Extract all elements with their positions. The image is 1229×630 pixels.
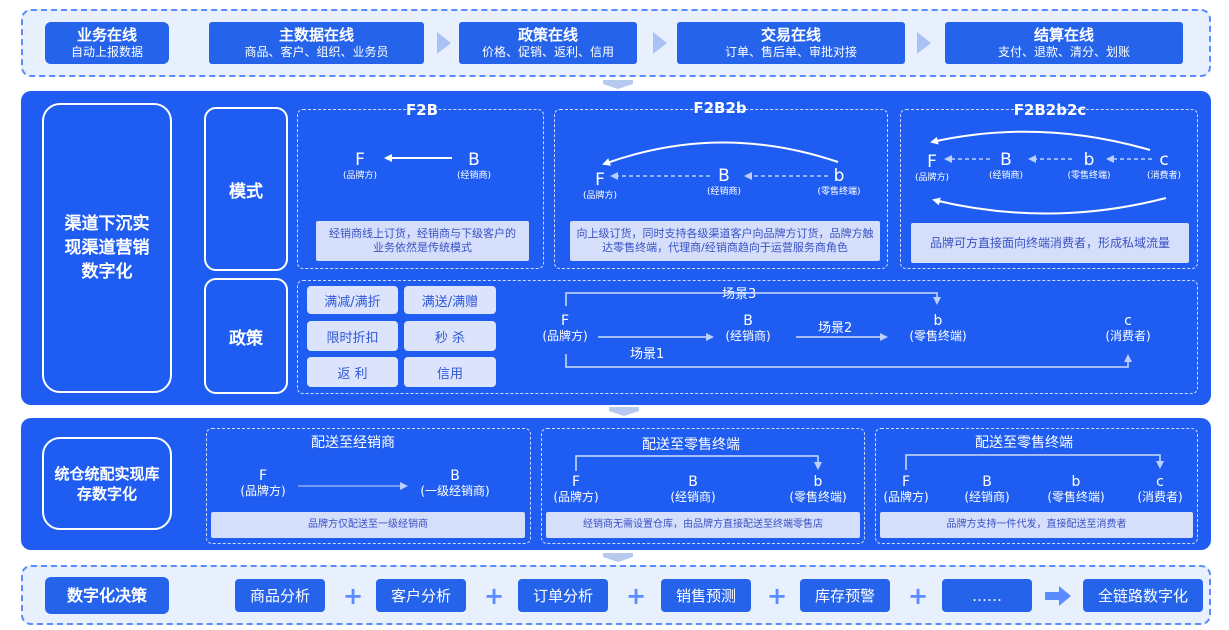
stage-sub: 商品、客户、组织、业务员 [244, 45, 389, 59]
decision-title: 数字化决策 [45, 577, 169, 614]
scenario-2-label: 场景2 [818, 321, 853, 336]
stage-master-data: 主数据在线 商品、客户、组织、业务员 [209, 22, 424, 64]
analysis-chip: 销售预测 [661, 579, 751, 612]
delivery-title: 配送至经销商 [311, 435, 395, 451]
analysis-chip: 商品分析 [235, 579, 325, 612]
retail-delivery-arrow [575, 455, 822, 471]
down-arrow-icon [603, 80, 633, 89]
consumer-node-f: F(品牌方) [883, 474, 929, 505]
f2b2b2c-title: F2B2b2c [1013, 101, 1087, 119]
plus-icon: + [484, 582, 505, 610]
delivery-note: 品牌方仅配送至一级经销商 [211, 512, 525, 538]
down-arrow-icon [603, 553, 633, 562]
f2b2b2c-box [900, 109, 1198, 269]
f2b2b2c-arrow-curve-top [930, 130, 1151, 151]
f2b2b2c-node-c: c(消费者) [1146, 150, 1182, 181]
stage-trade: 交易在线 订单、售后单、审批对接 [677, 22, 905, 64]
f2b2b2c-note: 品牌可方直接面向终端消费者，形成私域流量 [911, 223, 1189, 263]
scenario-1-label: 场景1 [630, 347, 665, 362]
dealer-node-f: F(品牌方) [240, 468, 286, 499]
scenario-3-arrow [565, 292, 941, 306]
online-chip: 业务在线 自动上报数据 [45, 22, 169, 64]
delivery-box-retail [541, 428, 865, 544]
arrow-right-icon [917, 32, 931, 54]
plus-icon: + [626, 582, 647, 610]
consumer-node-b: B(经销商) [964, 474, 1010, 505]
scenario-node-b: B(经销商) [725, 313, 771, 344]
stage-settlement: 结算在线 支付、退款、清分、划账 [945, 22, 1183, 64]
f2b2b2c-node-b: B(经销商) [988, 150, 1024, 181]
f2b2b2c-arrow-curve-bottom [932, 197, 1167, 215]
delivery-title: 配送至零售终端 [975, 435, 1073, 451]
mode-label: 模式 [204, 107, 288, 271]
f2b-node-f: F(品牌方) [342, 150, 378, 181]
f2b2b-title: F2B2b [693, 99, 747, 117]
arrow-right-icon [653, 32, 667, 54]
warehouse-title: 统仓统配实现库存数字化 [42, 437, 172, 530]
f2b-node-b: B(经销商) [456, 150, 492, 181]
f2b-note: 经销商线上订货，经销商与下级客户的业务依然是传统模式 [316, 221, 529, 261]
f2b-title: F2B [405, 101, 439, 119]
f2b2b-arrow-curve [602, 141, 839, 166]
arrow-right-icon [437, 32, 451, 54]
plus-icon: + [908, 582, 929, 610]
consumer-node-b-small: b(零售终端) [1047, 474, 1105, 505]
scenario-bottom-arrow [565, 354, 1132, 368]
policy-chip: 信用 [404, 357, 496, 387]
consumer-delivery-arrow [905, 454, 1164, 470]
delivery-note: 经销商无需设置仓库，由品牌方直接配送至终端零售店 [546, 512, 860, 538]
dealer-node-b: B(一级经销商) [420, 468, 490, 499]
online-title: 业务在线 [76, 26, 137, 44]
retail-node-b: B(经销商) [670, 474, 716, 505]
stage-sub: 订单、售后单、审批对接 [724, 45, 857, 59]
f2b2b-box [554, 109, 888, 269]
stage-title: 结算在线 [1033, 26, 1094, 44]
delivery-box-consumer [875, 428, 1198, 544]
stage-sub: 价格、促销、返利、信用 [481, 45, 614, 59]
f2b2b2c-node-f: F(品牌方) [914, 152, 950, 183]
result-arrow-icon [1045, 586, 1071, 606]
policy-chip: 满减/满折 [307, 286, 398, 314]
stage-sub: 支付、退款、清分、划账 [997, 45, 1130, 59]
retail-node-b-small: b(零售终端) [789, 474, 847, 505]
consumer-node-c: c(消费者) [1137, 474, 1183, 505]
policy-label: 政策 [204, 278, 288, 394]
analysis-chip: …… [942, 579, 1032, 612]
analysis-chip: 客户分析 [376, 579, 466, 612]
delivery-box-dealer [206, 428, 531, 544]
plus-icon: + [343, 582, 364, 610]
down-arrow-icon [609, 407, 639, 416]
scenario-3-label: 场景3 [722, 287, 757, 302]
policy-chip: 秒 杀 [404, 321, 496, 351]
analysis-chip: 库存预警 [800, 579, 890, 612]
policy-box [297, 280, 1198, 394]
policy-chip: 限时折扣 [307, 321, 398, 351]
f2b2b-node-b-small: b(零售终端) [817, 166, 861, 197]
scenario-node-c: c(消费者) [1105, 313, 1151, 344]
stage-title: 主数据在线 [278, 26, 354, 44]
online-sub: 自动上报数据 [70, 45, 143, 59]
delivery-title: 配送至零售终端 [642, 437, 740, 453]
policy-chip: 满送/满赠 [404, 286, 496, 314]
plus-icon: + [767, 582, 788, 610]
scenario-node-b-small: b(零售终端) [909, 313, 967, 344]
stage-title: 政策在线 [517, 26, 578, 44]
analysis-chip: 订单分析 [518, 579, 608, 612]
channel-title: 渠道下沉实现渠道营销数字化 [42, 103, 172, 393]
delivery-note: 品牌方支持一件代发，直接配送至消费者 [880, 512, 1193, 538]
f2b2b2c-node-b-small: b(零售终端) [1067, 150, 1111, 181]
policy-chip: 返 利 [307, 357, 398, 387]
retail-node-f: F(品牌方) [553, 474, 599, 505]
f2b2b-node-b: B(经销商) [706, 166, 742, 197]
stage-title: 交易在线 [760, 26, 821, 44]
f2b-box [297, 109, 544, 269]
f2b2b-node-f: F(品牌方) [582, 170, 618, 201]
full-chain-chip: 全链路数字化 [1083, 579, 1203, 612]
f2b2b-note: 向上级订货，同时支持各级渠道客户向品牌方订货，品牌方触达零售终端，代理商/经销商… [570, 221, 880, 261]
scenario-node-f: F(品牌方) [542, 313, 588, 344]
stage-policy: 政策在线 价格、促销、返利、信用 [459, 22, 637, 64]
